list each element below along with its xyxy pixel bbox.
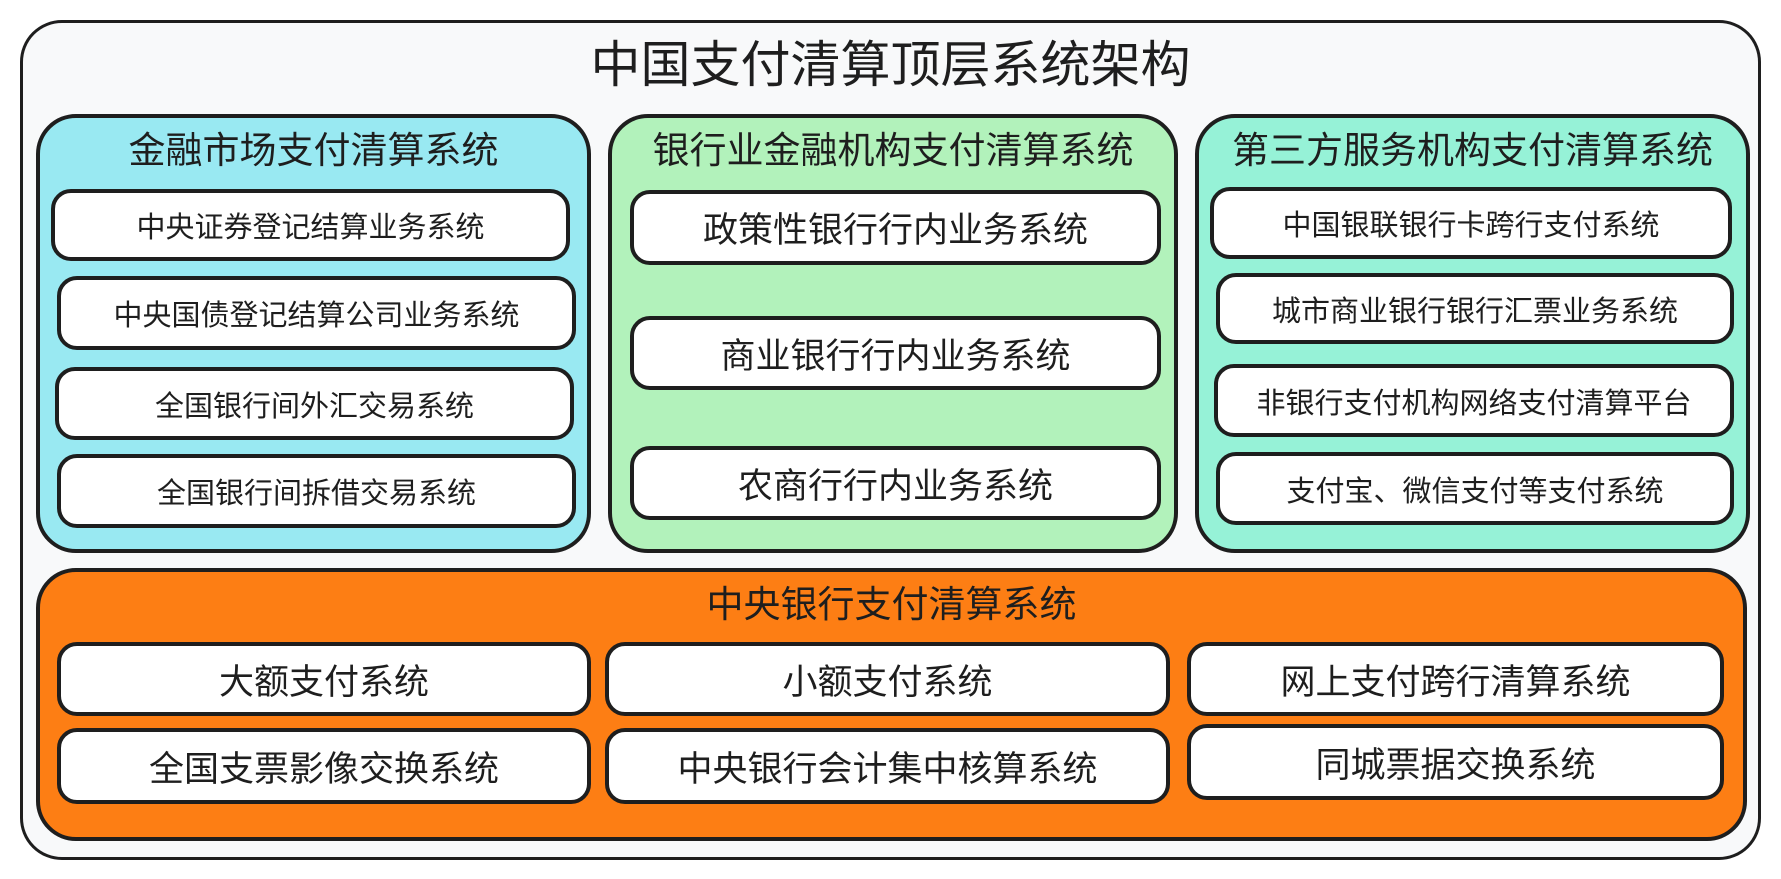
central-bank-item: 大额支付系统 [57,642,591,716]
banking-item: 农商行行内业务系统 [630,446,1161,520]
financial-market-item: 全国银行间拆借交易系统 [57,454,576,528]
central-bank-heading: 中央银行支付清算系统 [706,583,1077,626]
banking-heading: 银行业金融机构支付清算系统 [652,129,1134,172]
third-party-item: 支付宝、微信支付等支付系统 [1216,452,1734,525]
third-party-item: 城市商业银行银行汇票业务系统 [1216,273,1734,344]
banking-item: 商业银行行内业务系统 [630,316,1161,390]
central-bank-item: 网上支付跨行清算系统 [1187,642,1724,716]
third-party-item: 中国银联银行卡跨行支付系统 [1210,187,1732,259]
central-bank-item: 同城票据交换系统 [1187,724,1724,800]
central-bank-item: 全国支票影像交换系统 [57,728,591,804]
financial-market-item: 全国银行间外汇交易系统 [55,367,574,440]
third-party-heading: 第三方服务机构支付清算系统 [1232,129,1713,172]
diagram-title: 中国支付清算顶层系统架构 [590,36,1191,94]
central-bank-item: 中央银行会计集中核算系统 [605,728,1170,804]
third-party-item: 非银行支付机构网络支付清算平台 [1214,364,1734,437]
banking-item: 政策性银行行内业务系统 [630,190,1161,265]
financial-market-item: 中央证券登记结算业务系统 [51,189,570,261]
central-bank-item: 小额支付系统 [605,642,1170,716]
financial-market-heading: 金融市场支付清算系统 [128,129,499,172]
financial-market-item: 中央国债登记结算公司业务系统 [57,276,576,350]
